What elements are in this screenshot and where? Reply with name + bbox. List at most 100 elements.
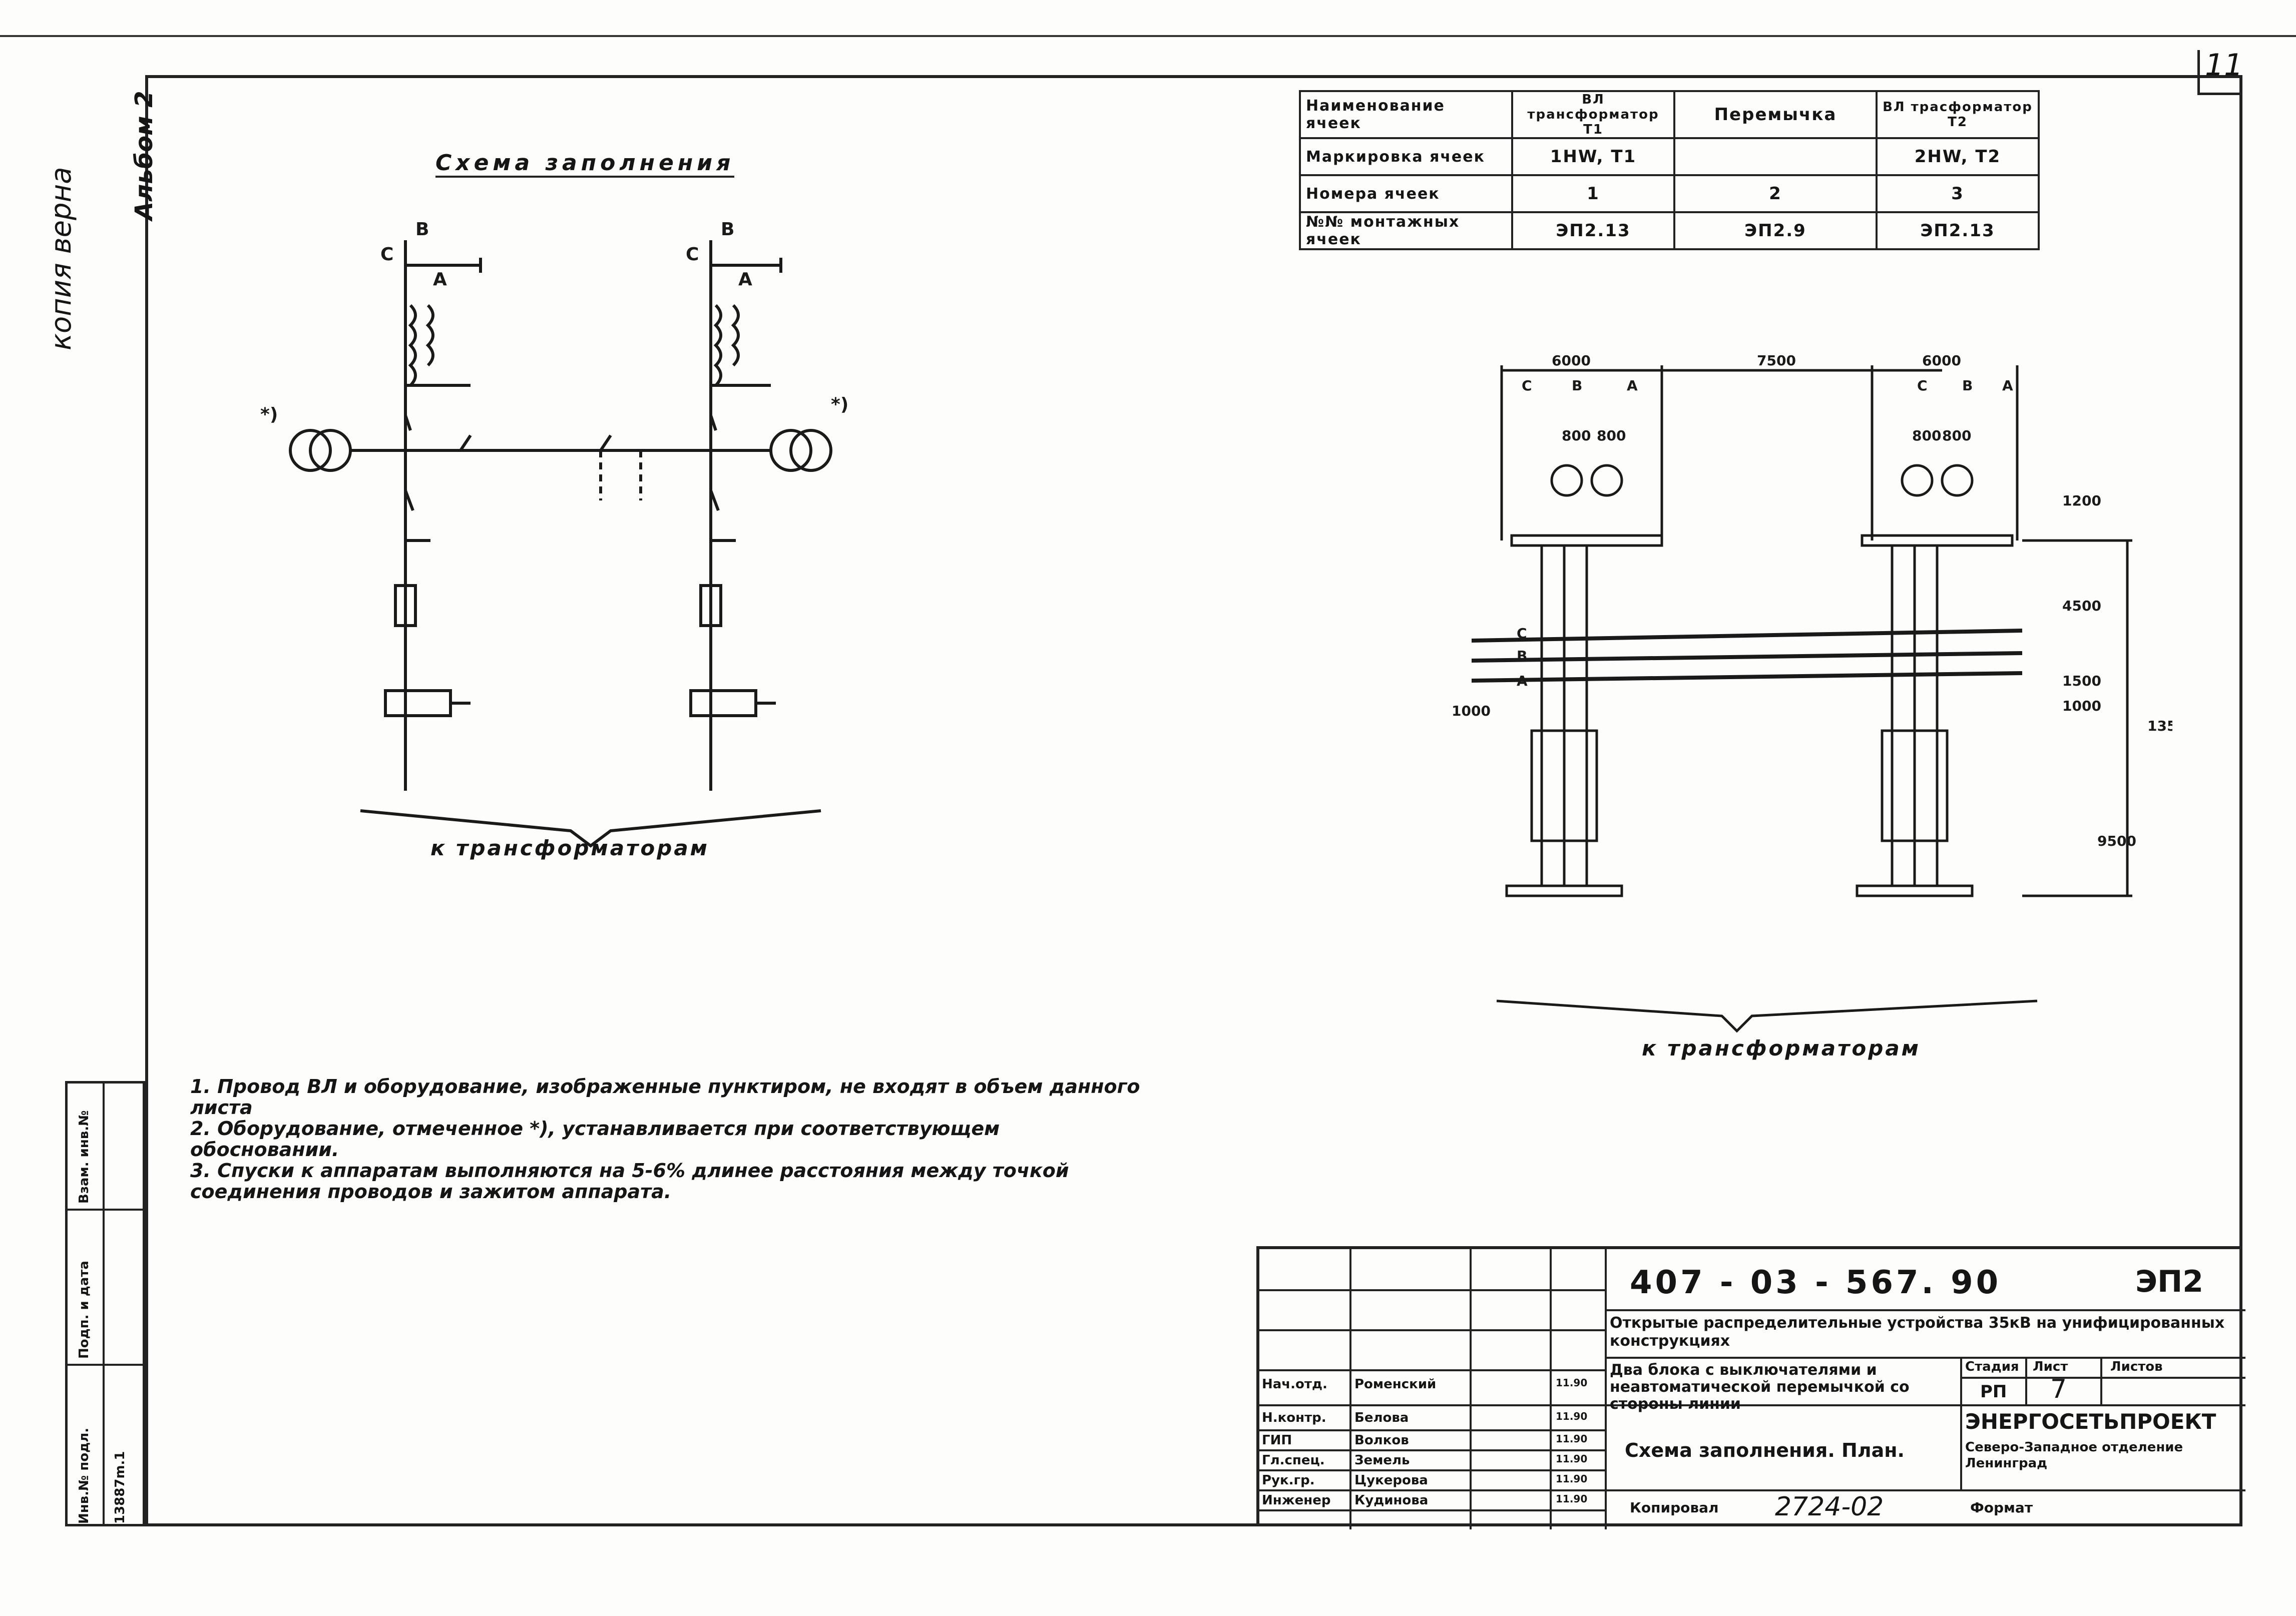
dimension-label: 4500 xyxy=(2062,598,2101,614)
table-cell: Перемычка xyxy=(1673,90,1878,139)
person-role: Рук.гр. xyxy=(1262,1473,1315,1488)
person-date: 11.90 xyxy=(1556,1410,1588,1422)
person-name: Волков xyxy=(1354,1433,1409,1448)
table-cell: Номера ячеек xyxy=(1299,174,1513,213)
person-role: Н.контр. xyxy=(1262,1410,1326,1425)
phase-label: A xyxy=(738,269,752,290)
dimension-label: 800 xyxy=(1942,427,1971,444)
title-block: 407 - 03 - 567. 90 ЭП2 Открытые распреде… xyxy=(1256,1246,2245,1529)
drawing-title: Схема заполнения. План. xyxy=(1625,1439,1905,1461)
table-cell: 2 xyxy=(1673,174,1878,213)
sheet-number: 11 xyxy=(2205,48,2243,83)
notes-block: 1. Провод ВЛ и оборудование, изображенны… xyxy=(190,1076,1141,1202)
org-name: ЭНЕРГОСЕТЬПРОЕКТ xyxy=(1965,1409,2216,1434)
table-cell: 2HW, T2 xyxy=(1876,137,2040,176)
grid-line xyxy=(2025,1357,2027,1404)
grid-line xyxy=(1550,1249,1552,1529)
person-role: Нач.отд. xyxy=(1262,1377,1327,1392)
table-cell: ЭП2.13 xyxy=(1876,211,2040,250)
scheme-title: Схема заполнения xyxy=(435,150,735,178)
phase-label: C xyxy=(1917,377,1928,394)
sheet-number-box xyxy=(2197,50,2242,95)
scheme-caption: к трансформаторам xyxy=(430,836,709,860)
table-cell: 1 xyxy=(1511,174,1675,213)
sheet-label: Лист xyxy=(2033,1359,2068,1374)
dimension-label: 6000 xyxy=(1922,352,1961,369)
project-title: Открытые распределительные устройства 35… xyxy=(1610,1314,2225,1350)
table-cell: ВЛ трасформатор Т2 xyxy=(1876,90,2040,139)
person-date: 11.90 xyxy=(1556,1453,1588,1465)
grid-line xyxy=(1259,1429,1605,1431)
table-row: Наименование ячеек ВЛ трансформатор Т1 П… xyxy=(1299,90,2040,139)
doc-code: 407 - 03 - 567. 90 xyxy=(1630,1264,2002,1301)
grid-line xyxy=(1470,1249,1472,1529)
single-line-scheme: C B A C B A *) *) xyxy=(260,219,848,848)
dimension-label: 1000 xyxy=(1452,703,1491,719)
table-row: №№ монтажных ячеек ЭП2.13 ЭП2.9 ЭП2.13 xyxy=(1299,211,2040,250)
table-cell: ЭП2.13 xyxy=(1511,211,1675,250)
person-name: Цукерова xyxy=(1354,1473,1428,1488)
person-date: 11.90 xyxy=(1556,1433,1588,1445)
phase-label: B xyxy=(1517,648,1527,664)
dimension-label: 1000 xyxy=(2062,698,2101,714)
table-row: Номера ячеек 1 2 3 xyxy=(1299,174,2040,213)
person-date: 11.90 xyxy=(1556,1377,1588,1389)
top-edge-line xyxy=(0,35,2296,37)
dimension-label: 9500 xyxy=(2097,833,2136,849)
dimension-label: 7500 xyxy=(1757,352,1796,369)
drawing-frame xyxy=(145,75,2242,1526)
plan-caption: к трансформаторам xyxy=(1642,1036,1921,1060)
note-item: 1. Провод ВЛ и оборудование, изображенны… xyxy=(190,1075,1140,1119)
person-name: Белова xyxy=(1354,1410,1409,1425)
table-cell xyxy=(1673,137,1878,176)
dimension-label: 1500 xyxy=(2062,673,2101,689)
grid-line xyxy=(1259,1289,1605,1291)
stamp-inv-orig: Инв.№ подл. xyxy=(77,1427,92,1524)
cells-table: Наименование ячеек ВЛ трансформатор Т1 П… xyxy=(1299,90,2040,250)
format-label: Формат xyxy=(1970,1499,2033,1516)
grid-line xyxy=(1259,1469,1605,1471)
phase-label: B xyxy=(415,219,429,240)
table-cell: 1HW, T1 xyxy=(1511,137,1675,176)
dimension-label: 6000 xyxy=(1552,352,1591,369)
person-name: Кудинова xyxy=(1354,1493,1429,1508)
table-cell: 3 xyxy=(1876,174,2040,213)
grid-line xyxy=(1259,1509,1605,1511)
table-cell: Наименование ячеек xyxy=(1299,90,1513,139)
table-cell: №№ монтажных ячеек xyxy=(1299,211,1513,250)
star-mark: *) xyxy=(260,404,278,425)
stamp-column: Взам. инв.№ Подп. и дата Инв.№ подл. 138… xyxy=(65,1081,145,1526)
dimension-label: 800 xyxy=(1562,427,1591,444)
person-role: ГИП xyxy=(1262,1433,1292,1448)
sheets-label: Листов xyxy=(2110,1359,2163,1374)
note-item: 3. Спуски к аппаратам выполняются на 5-6… xyxy=(190,1160,1069,1203)
person-role: Гл.спец. xyxy=(1262,1453,1325,1468)
person-name: Земель xyxy=(1354,1453,1410,1468)
copy-note: копия верна xyxy=(45,167,78,350)
phase-label: B xyxy=(1572,377,1582,394)
phase-label: A xyxy=(1517,673,1528,689)
stamp-divider xyxy=(103,1084,105,1524)
grid-line xyxy=(1259,1369,1605,1371)
phase-label: C xyxy=(1517,625,1527,642)
sheet-code: ЭП2 xyxy=(2135,1264,2203,1299)
grid-line xyxy=(1960,1404,1962,1489)
dimension-label: 1200 xyxy=(2062,492,2101,509)
person-date: 11.90 xyxy=(1556,1473,1588,1485)
sheet-value: 7 xyxy=(2050,1374,2067,1404)
table-cell: Маркировка ячеек xyxy=(1299,137,1513,176)
phase-label: B xyxy=(721,219,734,240)
phase-label: A xyxy=(433,269,447,290)
table-cell: ВЛ трансформатор Т1 xyxy=(1511,90,1675,139)
grid-line xyxy=(1605,1357,2245,1359)
stage-label: Стадия xyxy=(1965,1359,2019,1374)
grid-line xyxy=(1960,1357,1962,1404)
stamp-inv-value: 13887m.1 xyxy=(113,1451,128,1524)
copied-label: Копировал xyxy=(1630,1499,1719,1516)
stamp-replaced-inv: Взам. инв.№ xyxy=(77,1110,92,1204)
grid-line xyxy=(2100,1357,2102,1404)
dimension-label: 800 xyxy=(1597,427,1626,444)
album-label: Альбом 2 xyxy=(130,91,158,221)
phase-label: C xyxy=(1522,377,1532,394)
grid-line xyxy=(1605,1249,1607,1529)
